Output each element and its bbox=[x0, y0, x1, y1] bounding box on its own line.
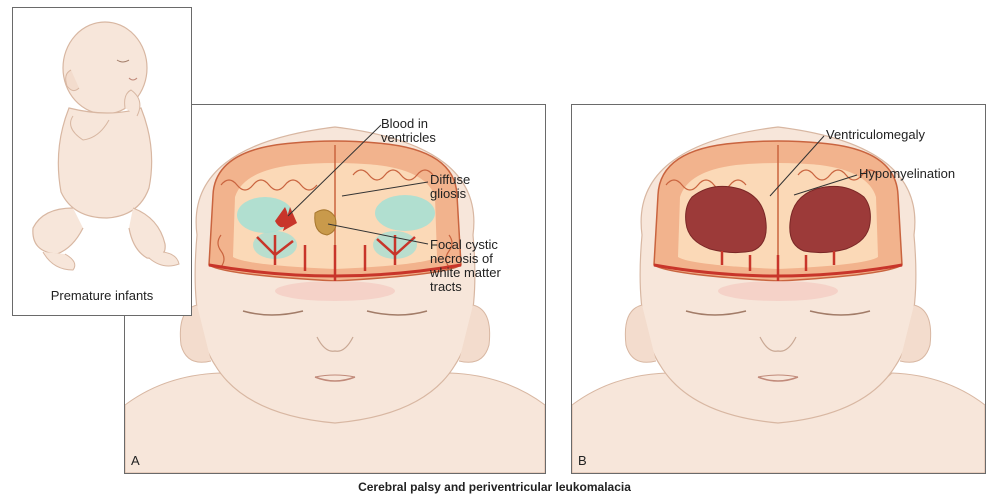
panel-b-letter: B bbox=[578, 453, 587, 468]
premature-infant-panel: Premature infants bbox=[12, 7, 192, 316]
callout-diffuse-gliosis: Diffuse gliosis bbox=[430, 173, 470, 201]
brain-cross-section-a bbox=[209, 141, 461, 281]
callout-focal-line4: tracts bbox=[430, 280, 501, 294]
infant-head-illustration-b bbox=[572, 105, 985, 473]
callout-focal-cystic-necrosis: Focal cystic necrosis of white matter tr… bbox=[430, 238, 501, 294]
dilated-ventricle-left bbox=[686, 186, 767, 252]
callout-hypomyelination: Hypomyelination bbox=[859, 167, 955, 181]
panel-a-letter: A bbox=[131, 453, 140, 468]
callout-ventriculomegaly: Ventriculomegaly bbox=[826, 128, 925, 142]
callout-blood-line1: Blood in bbox=[381, 117, 436, 131]
callout-blood-in-ventricles: Blood in ventricles bbox=[381, 117, 436, 145]
figure-caption: Cerebral palsy and periventricular leuko… bbox=[0, 480, 989, 494]
brain-cross-section-b bbox=[654, 141, 902, 281]
callout-blood-line2: ventricles bbox=[381, 131, 436, 145]
callout-focal-line3: white matter bbox=[430, 266, 501, 280]
callout-focal-line2: necrosis of bbox=[430, 252, 501, 266]
premature-infant-illustration bbox=[13, 8, 191, 315]
infant-caption: Premature infants bbox=[13, 288, 191, 303]
dilated-ventricle-right bbox=[790, 186, 871, 252]
panel-b: B bbox=[571, 104, 986, 474]
callout-diffuse-line1: Diffuse bbox=[430, 173, 470, 187]
callout-focal-line1: Focal cystic bbox=[430, 238, 501, 252]
callout-diffuse-line2: gliosis bbox=[430, 187, 470, 201]
